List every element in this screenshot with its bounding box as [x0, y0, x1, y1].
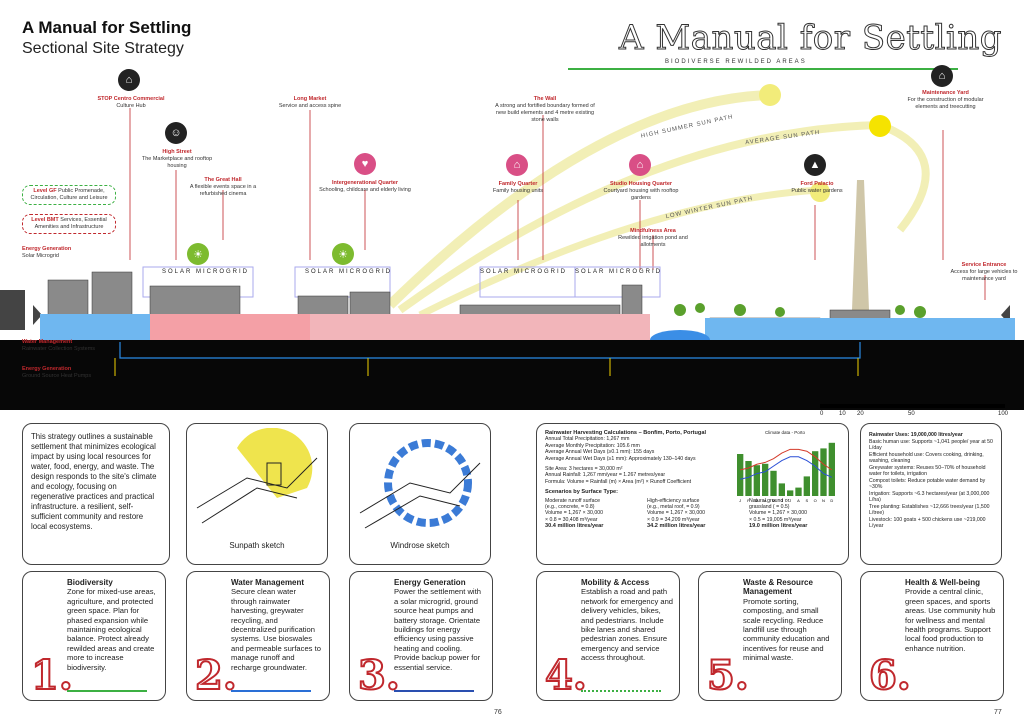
month-tick: F	[747, 498, 750, 503]
sunpath-drawing	[196, 428, 318, 524]
icon-solar-2: ☀	[332, 243, 354, 265]
precip-bar	[803, 476, 810, 497]
precip-bar	[753, 465, 760, 497]
uses-card: Rainwater Uses: 19,000,000 litres/year B…	[860, 423, 1002, 565]
icon-solar-1: ☀	[187, 243, 209, 265]
icon-high-street: ☺	[165, 122, 187, 144]
icon-family: ⌂	[506, 154, 528, 176]
precip-bar	[820, 448, 827, 497]
temp-line	[740, 449, 833, 471]
biodiverse-line	[568, 68, 958, 70]
sunpath-label: Sunpath sketch	[229, 541, 285, 550]
biodiverse-label: BIODIVERSE REWILDED AREAS	[665, 59, 807, 65]
section-strip	[40, 314, 1015, 340]
chimney	[852, 180, 869, 310]
month-tick: A	[764, 498, 767, 503]
low-sun-path	[418, 186, 821, 319]
icon-ford: ▲	[804, 154, 826, 176]
display-title: A Manual for Settling	[619, 18, 1002, 59]
scenario-1: Moderate runoff surface(e.g., concrete, …	[545, 497, 604, 530]
month-tick: M	[772, 498, 775, 503]
precip-bar	[762, 464, 769, 497]
microgrid-3: SOLAR MICROGRID	[480, 269, 568, 275]
page-number-left: 76	[494, 709, 502, 716]
temp-line	[740, 456, 833, 481]
microgrid-2: SOLAR MICROGRID	[305, 269, 393, 275]
sun-low	[810, 182, 830, 202]
month-tick: J	[781, 498, 783, 503]
windrose-drawing	[359, 439, 481, 529]
sunpath-card: Sunpath sketch	[186, 423, 328, 565]
average-sun-path	[397, 120, 930, 314]
level-gf-pill: Level GF Public Promenade, Circulation, …	[22, 185, 116, 205]
icon-intergenerational: ♥	[354, 153, 376, 175]
windrose-label: Windrose sketch	[390, 541, 450, 550]
level-bmt-pill: Level BMT Services, Essential Amenities …	[22, 214, 116, 234]
microgrid-4: SOLAR MICROGRID	[575, 269, 663, 275]
ground-section	[0, 340, 1024, 410]
month-tick: N	[822, 498, 825, 503]
scale-bar: 0 10 20 50 100	[820, 404, 1010, 424]
rain-title: Rainwater Harvesting Calculations – Bonf…	[545, 430, 707, 436]
month-tick: S	[805, 498, 808, 503]
precip-bar	[737, 454, 744, 497]
month-tick: J	[789, 498, 791, 503]
high-sun-path	[386, 90, 771, 309]
rain-card: Rainwater Harvesting Calculations – Bonf…	[536, 423, 849, 565]
sun-average	[869, 115, 891, 137]
intro-card: This strategy outlines a sustainable set…	[22, 423, 170, 565]
month-tick: D	[830, 498, 833, 503]
month-tick: A	[797, 498, 800, 503]
precip-bar	[778, 483, 785, 497]
month-tick: J	[739, 498, 741, 503]
precip-bar	[812, 451, 819, 497]
precip-bar	[787, 490, 794, 497]
page-number-right: 77	[994, 709, 1002, 716]
icon-studio: ⌂	[629, 154, 651, 176]
microgrid-1: SOLAR MICROGRID	[162, 269, 250, 275]
sun-high	[759, 84, 781, 106]
precip-bar	[770, 471, 777, 497]
month-tick: O	[814, 498, 817, 503]
precip-bar	[745, 461, 752, 497]
page-subtitle: Sectional Site Strategy	[22, 40, 184, 57]
page-title: A Manual for Settling	[22, 18, 192, 37]
icon-maintenance: ⌂	[931, 65, 953, 87]
scenario-2: High-efficiency surface(e.g., metal roof…	[647, 497, 706, 530]
month-tick: M	[755, 498, 758, 503]
windrose-card: Windrose sketch	[349, 423, 491, 565]
precip-bar	[795, 488, 802, 497]
icon-culture: ⌂	[118, 69, 140, 91]
